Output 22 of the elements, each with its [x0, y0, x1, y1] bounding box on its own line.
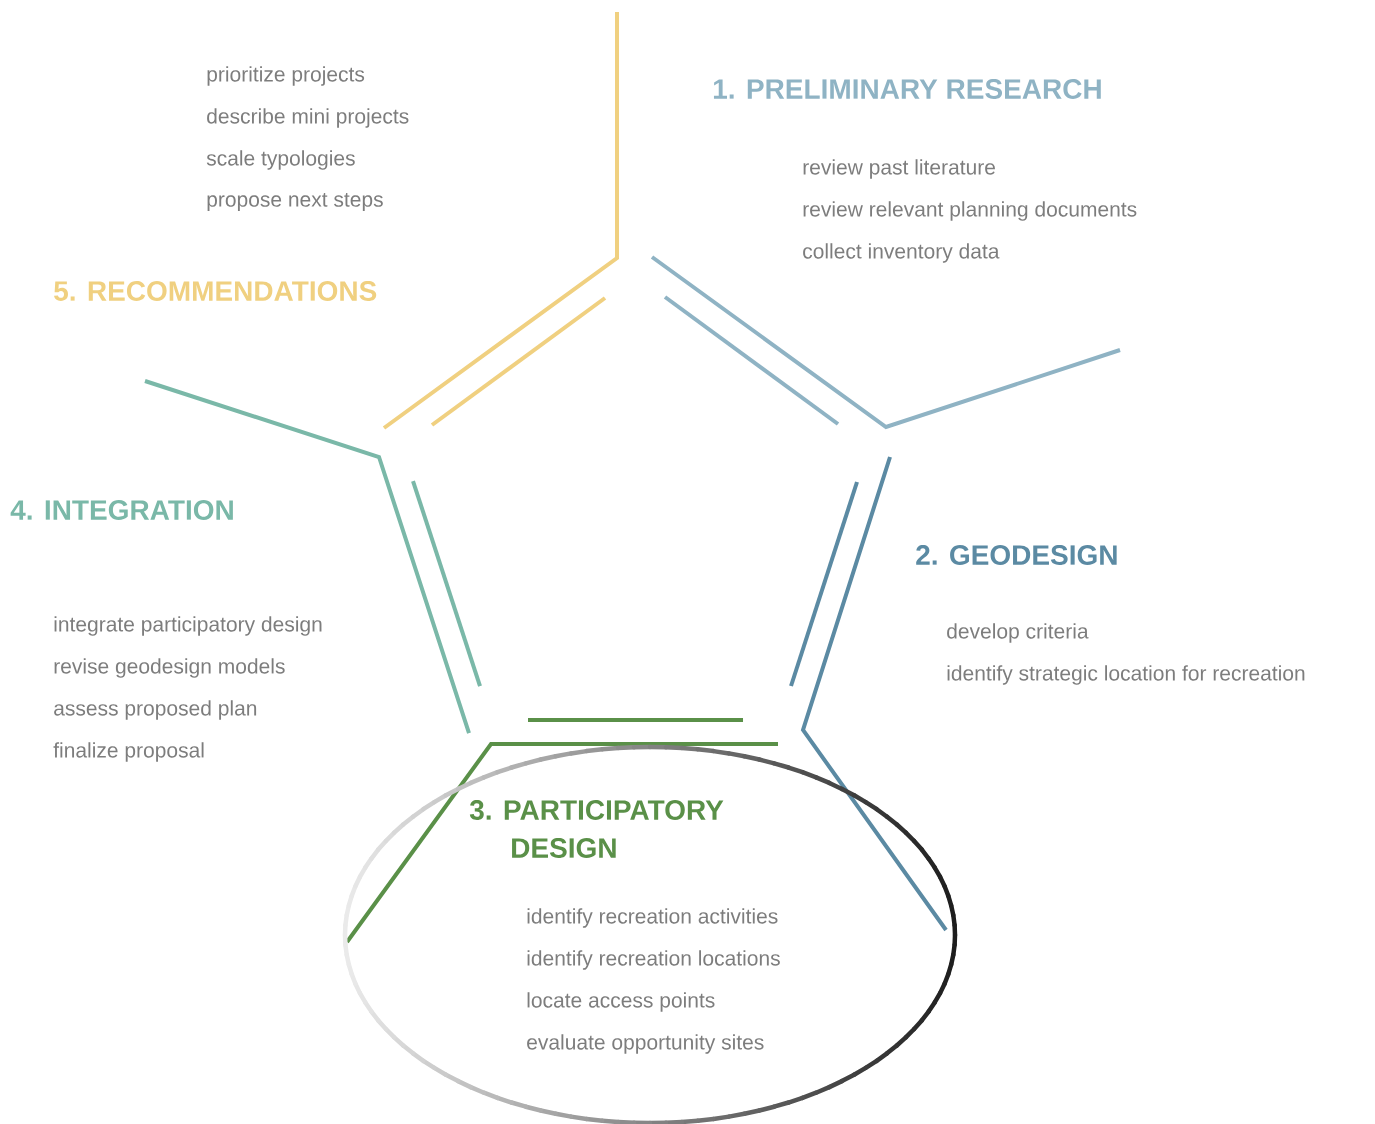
task-item: prioritize projects: [207, 66, 365, 86]
phase-heading: 2. GEODESIGN: [916, 545, 1117, 565]
task-item: scale typologies: [206, 150, 355, 170]
task-item: review relevant planning documents: [803, 201, 1137, 221]
task-item: collect inventory data: [803, 243, 1000, 263]
task-item: identify recreation locations: [527, 950, 780, 970]
phase-heading: 1. PRELIMINARY RESEARCH: [713, 79, 1101, 99]
task-item: revise geodesign models: [54, 658, 285, 678]
task-item: describe mini projects: [207, 108, 409, 128]
task-item: evaluate opportunity sites: [527, 1034, 764, 1054]
task-item: identify recreation activities: [527, 908, 778, 928]
task-item: locate access points: [527, 992, 715, 1012]
task-item: assess proposed plan: [54, 700, 257, 720]
phase-heading: 5. RECOMMENDATIONS: [54, 281, 377, 301]
task-item: integrate participatory design: [54, 616, 322, 636]
phase-heading: 4. INTEGRATION: [10, 500, 233, 520]
task-item: review past literature: [803, 159, 995, 179]
task-item: propose next steps: [207, 193, 383, 211]
task-item: finalize proposal: [53, 742, 204, 762]
phase-heading: 3. PARTICIPATORY DESIGN: [469, 800, 724, 858]
task-item: develop criteria: [947, 623, 1089, 643]
task-item: identify strategic location for recreation: [947, 665, 1305, 685]
